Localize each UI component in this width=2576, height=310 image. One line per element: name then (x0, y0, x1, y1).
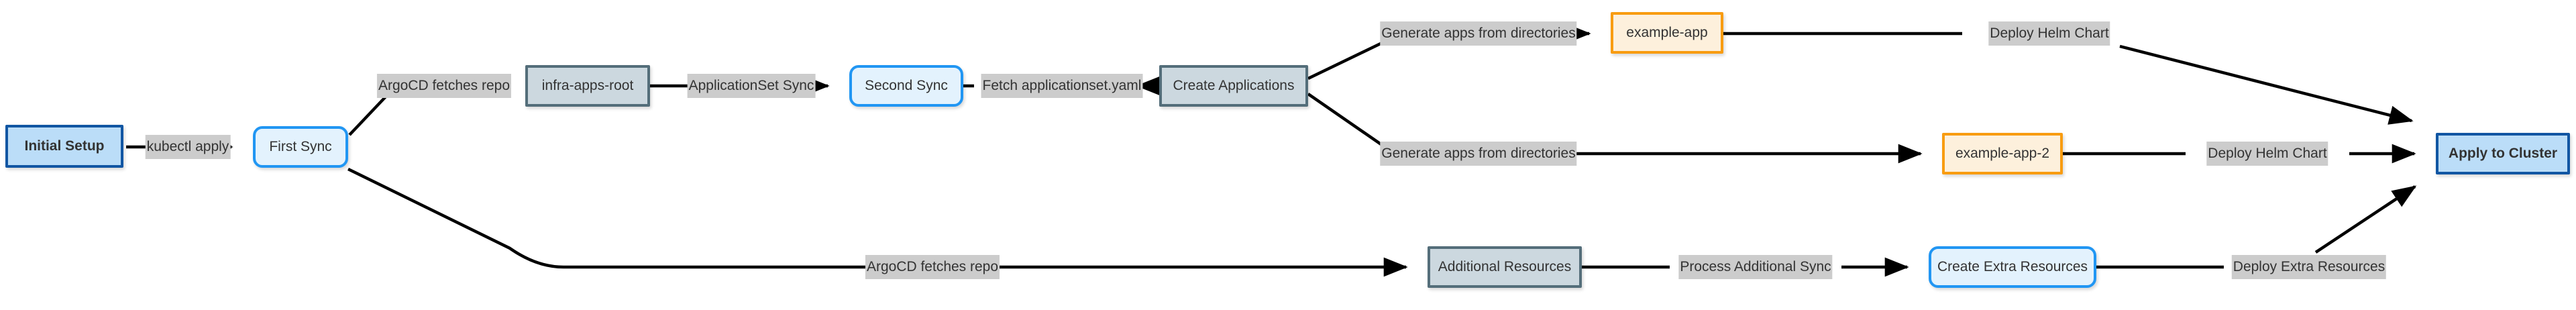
edge-label-applicationset-sync: ApplicationSet Sync (687, 74, 816, 98)
node-example-app[interactable]: example-app (1611, 12, 1723, 54)
edge-create-applications-to-example-app-2 (1307, 93, 1383, 146)
edge-label-deploy-extra-resources: Deploy Extra Resources (2231, 255, 2387, 279)
edge-deploy-extra-to-apply (2314, 185, 2417, 254)
edge-label-deploy-helm-chart-top: Deploy Helm Chart (1988, 21, 2110, 46)
node-initial-setup[interactable]: Initial Setup (5, 125, 123, 168)
node-first-sync[interactable]: First Sync (253, 126, 348, 168)
edge-first-sync-to-infra-apps-root (348, 95, 388, 136)
edge-label-process-additional-sync: Process Additional Sync (1678, 255, 1833, 279)
edge-label-kubectl-apply: kubectl apply (145, 135, 231, 159)
edge-deploy-helm-top-to-apply (2119, 44, 2414, 125)
edge-label-generate-apps-bottom: Generate apps from directories (1380, 142, 1577, 166)
node-create-applications[interactable]: Create Applications (1159, 65, 1308, 107)
node-create-extra-resources[interactable]: Create Extra Resources (1929, 246, 2096, 288)
edge-label-deploy-helm-chart-bottom: Deploy Helm Chart (2206, 142, 2328, 166)
edge-label-fetch-applicationset-yaml: Fetch applicationset.yaml (981, 74, 1143, 98)
node-second-sync[interactable]: Second Sync (849, 65, 963, 107)
node-additional-resources[interactable]: Additional Resources (1428, 246, 1582, 288)
edge-label-generate-apps-top: Generate apps from directories (1380, 21, 1577, 46)
node-example-app-2[interactable]: example-app-2 (1942, 133, 2063, 174)
node-infra-apps-root[interactable]: infra-apps-root (525, 65, 650, 107)
node-apply-to-cluster[interactable]: Apply to Cluster (2436, 133, 2570, 174)
edge-first-sync-to-additional-resources (347, 167, 865, 269)
edge-create-applications-to-example-app (1307, 41, 1383, 81)
edge-label-argocd-fetches-repo-bottom: ArgoCD fetches repo (865, 255, 1000, 279)
edge-label-argocd-fetches-repo-top: ArgoCD fetches repo (376, 74, 512, 98)
